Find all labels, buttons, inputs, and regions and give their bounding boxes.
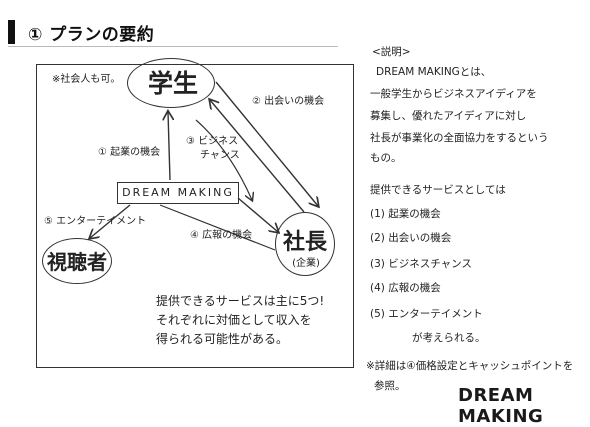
label-startup-opportunity: ① 起業の機会 bbox=[98, 147, 161, 158]
label-business-chance-line2: チャンス bbox=[200, 150, 240, 161]
explanation-line: DREAM MAKINGとは、 bbox=[376, 66, 492, 78]
explanation-line: 一般学生からビジネスアイディアを bbox=[370, 88, 537, 100]
services-conclusion: が考えられる。 bbox=[412, 332, 486, 344]
student-node: 学生 bbox=[147, 69, 198, 98]
arrow-president-to-student bbox=[210, 100, 305, 213]
brand-logo-text: DREAM MAKING bbox=[458, 385, 544, 427]
service-item: (1) 起業の機会 bbox=[370, 208, 441, 220]
president-node: 社長 bbox=[283, 230, 328, 255]
service-item: (4) 広報の機会 bbox=[370, 282, 441, 294]
memo-line: 提供できるサービスは主に5つ! bbox=[156, 294, 325, 308]
memo-line: 得られる可能性がある。 bbox=[156, 332, 289, 346]
explanation-heading: <説明> bbox=[372, 46, 411, 58]
diagram-arrows bbox=[0, 81, 590, 251]
viewer-node: 視聴者 bbox=[47, 250, 107, 274]
label-entertainment: ⑤ エンターテイメント bbox=[44, 216, 147, 227]
company-label: (企業) bbox=[292, 258, 320, 269]
services-heading: 提供できるサービスとしては bbox=[370, 184, 506, 196]
arrow-dm-to-president-lower bbox=[159, 204, 276, 251]
arrow-student-to-president bbox=[215, 81, 318, 206]
explanation-line: もの。 bbox=[370, 152, 402, 164]
arrow-dm-to-president bbox=[237, 197, 278, 232]
president-node-ring bbox=[275, 212, 335, 276]
title-accent-bar bbox=[8, 20, 15, 44]
explanation-line: 募集し、優れたアイディアに対し bbox=[370, 110, 527, 122]
arrow-dm-to-viewer bbox=[90, 204, 131, 238]
footnote-line: ※詳細は④価格設定とキャッシュポイントを bbox=[366, 360, 574, 372]
label-meeting-opportunity: ② 出会いの機会 bbox=[252, 96, 325, 107]
viewer-node-ring bbox=[42, 238, 112, 284]
student-node-ring bbox=[127, 58, 215, 108]
footnote-line: 参照。 bbox=[374, 380, 406, 392]
page-title: ① プランの要約 bbox=[28, 25, 155, 45]
service-item: (2) 出会いの機会 bbox=[370, 232, 452, 244]
arrow-business-chance bbox=[195, 119, 252, 200]
memo-line: それぞれに対価として収入を bbox=[156, 313, 312, 327]
diagram-memo: 提供できるサービスは主に5つ! それぞれに対価として収入を 得られる可能性がある… bbox=[156, 292, 324, 349]
label-pr-opportunity: ④ 広報の機会 bbox=[190, 230, 253, 241]
dream-making-node: DREAM MAKING bbox=[117, 182, 239, 204]
note-working-adults: ※社会人も可。 bbox=[52, 74, 121, 85]
explanation-line: 社長が事業化の全面協力をするという bbox=[370, 132, 549, 144]
service-item: (5) エンターテイメント bbox=[370, 308, 483, 320]
title-underline bbox=[8, 46, 338, 47]
service-item: (3) ビジネスチャンス bbox=[370, 258, 472, 270]
label-business-chance-line1: ③ ビジネス bbox=[186, 136, 239, 147]
arrow-dm-to-student bbox=[168, 112, 170, 181]
